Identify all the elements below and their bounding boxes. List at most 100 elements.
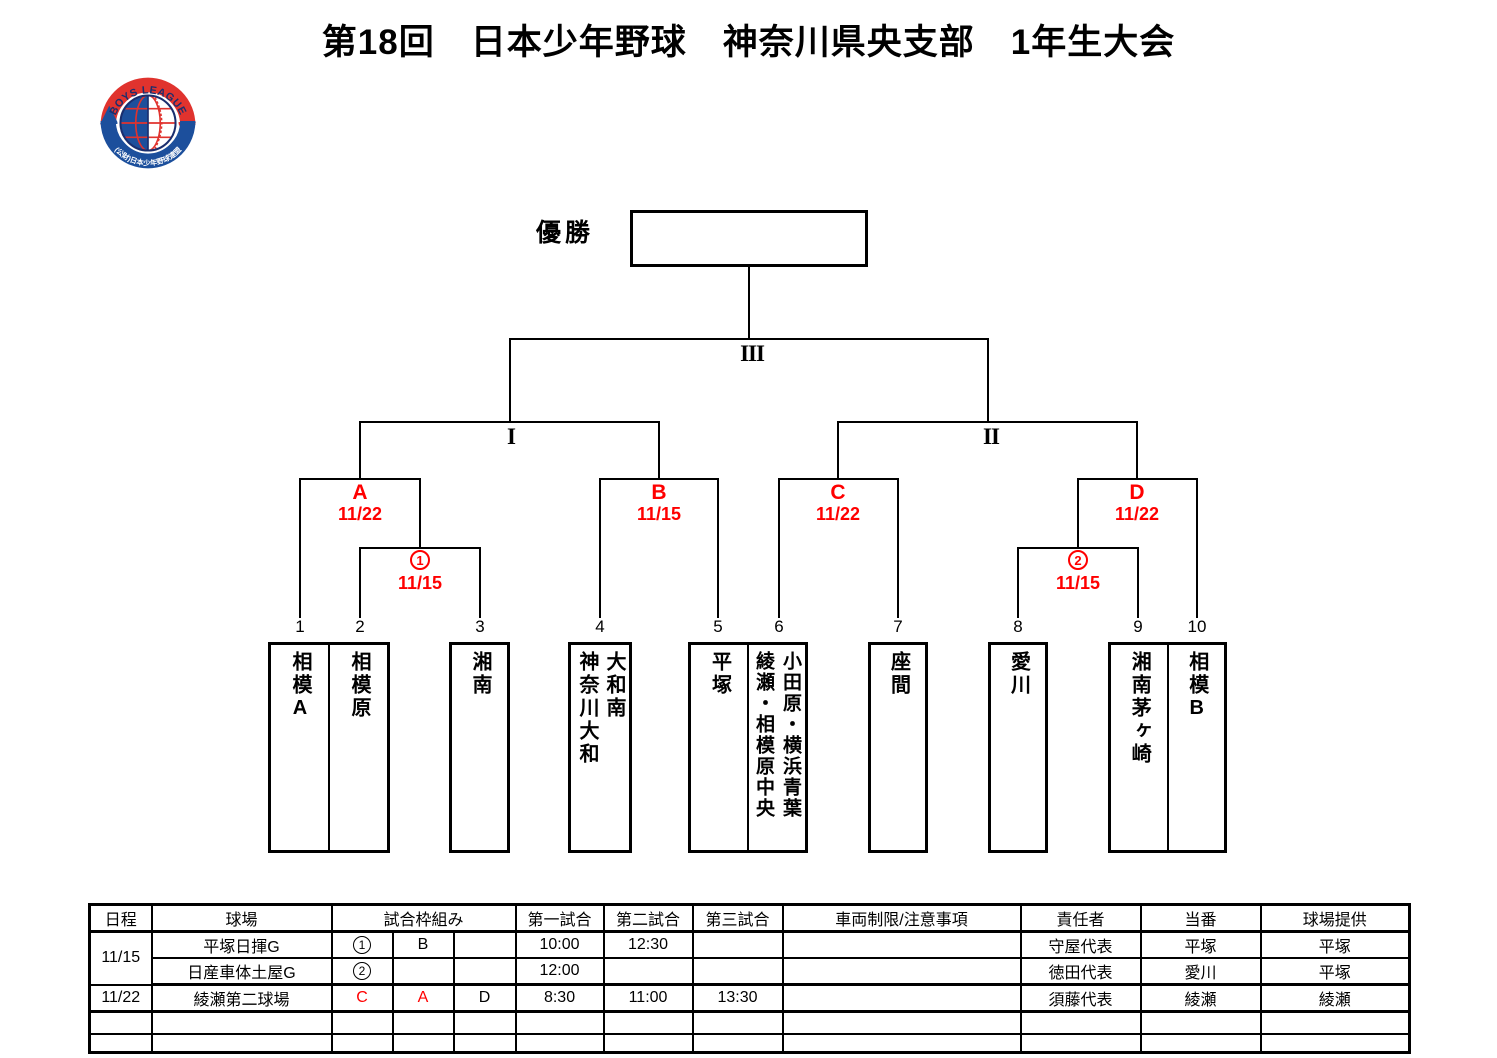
- round-label-semi-left: I: [507, 424, 516, 449]
- round-label-semi-right: II: [983, 424, 1000, 449]
- team-pair-5-6: 平塚 小田原・横浜青葉 綾瀬・相模原中央: [688, 642, 808, 853]
- bracket-line: [359, 421, 361, 480]
- game-date-C: 11/22: [815, 504, 861, 524]
- bracket-line: [360, 547, 480, 549]
- game-date-A: 11/22: [337, 504, 383, 524]
- cell-manager: 須藤代表: [1019, 983, 1142, 1013]
- cell-note: [781, 1032, 1022, 1054]
- cell-time3: 13:30: [691, 983, 784, 1013]
- team-number-3: 3: [475, 617, 485, 636]
- cell-slot1: 2: [330, 957, 394, 986]
- team-number-9: 9: [1133, 617, 1143, 636]
- header-provider: 球場提供: [1259, 903, 1411, 933]
- header-game3: 第三試合: [691, 903, 784, 933]
- team-name: 小田原・横浜青葉 綾瀬・相模原中央: [753, 651, 801, 819]
- bracket-line: [778, 478, 780, 618]
- team-pair-9-10: 湘南茅ヶ崎 相模B: [1108, 642, 1227, 853]
- team-name: 湘南茅ヶ崎: [1128, 651, 1151, 766]
- schedule-table: 日程 球場 試合枠組み 第一試合 第二試合 第三試合 車両制限/注意事項 責任者…: [88, 903, 1412, 1054]
- cell-note: [781, 983, 1022, 1013]
- cell-time1: 12:00: [514, 957, 605, 986]
- cell-venue: [150, 1010, 333, 1035]
- cell-slot1: [330, 1032, 394, 1054]
- bracket-line: [509, 338, 511, 423]
- cell-duty: 愛川: [1139, 957, 1262, 986]
- team-name: 愛川: [1007, 651, 1030, 697]
- bracket-line: [599, 478, 601, 618]
- team-box-1: 相模A: [271, 645, 328, 850]
- cell-time1: 8:30: [514, 983, 605, 1013]
- team-pair-1-2: 相模A 相模原: [268, 642, 390, 853]
- header-duty: 当番: [1139, 903, 1262, 933]
- cell-time1: [514, 1010, 605, 1035]
- cell-manager: 徳田代表: [1019, 957, 1142, 986]
- game-label-D: D: [1129, 481, 1145, 504]
- cell-slot2: [391, 1010, 455, 1035]
- header-game2: 第二試合: [602, 903, 694, 933]
- bracket-line: [1017, 547, 1019, 618]
- cell-duty: [1139, 1010, 1262, 1035]
- cell-date: 11/15: [88, 930, 153, 986]
- bracket-line: [1137, 547, 1139, 618]
- header-venue: 球場: [150, 903, 333, 933]
- team-box-7: 座間: [868, 642, 928, 853]
- game-date-B: 11/15: [636, 504, 682, 524]
- schedule-row: [88, 1032, 1411, 1054]
- page-title: 第18回 日本少年野球 神奈川県央支部 1年生大会: [321, 23, 1176, 62]
- cell-slot3: [452, 957, 517, 986]
- cell-slot3: [452, 1032, 517, 1054]
- bracket-line: [748, 267, 750, 339]
- header-note: 車両制限/注意事項: [781, 903, 1022, 933]
- bracket-line: [510, 338, 988, 340]
- bracket-line: [838, 421, 1137, 423]
- bracket-line: [479, 547, 481, 618]
- cell-provider: 平塚: [1259, 957, 1411, 986]
- team-name: 相模A: [289, 651, 311, 722]
- team-box-8: 愛川: [988, 642, 1048, 853]
- cell-slot2: A: [391, 983, 455, 1013]
- cell-venue: [150, 1032, 333, 1054]
- logo-blue-arrowhead: [100, 105, 119, 125]
- team-name: 平塚: [708, 651, 731, 697]
- cell-time1: 10:00: [514, 930, 605, 959]
- cell-provider: 綾瀬: [1259, 983, 1411, 1013]
- cell-slot3: [452, 1010, 517, 1035]
- game-label-round1: 1: [400, 550, 440, 570]
- cell-provider: [1259, 1032, 1411, 1054]
- team-number-5: 5: [713, 617, 723, 636]
- cell-time2: 12:30: [602, 930, 694, 959]
- bracket-line: [1136, 421, 1138, 480]
- cell-manager: 守屋代表: [1019, 930, 1142, 959]
- cell-time2: 11:00: [602, 983, 694, 1013]
- game-date-round2: 11/15: [1055, 573, 1101, 593]
- cell-duty: 綾瀬: [1139, 983, 1262, 1013]
- bracket-line: [779, 478, 898, 480]
- bracket-line: [600, 478, 718, 480]
- cell-manager: [1019, 1032, 1142, 1054]
- cell-provider: 平塚: [1259, 930, 1411, 959]
- team-box-5: 平塚: [691, 645, 747, 850]
- bracket-line: [897, 478, 899, 618]
- game-date-D: 11/22: [1114, 504, 1160, 524]
- cell-time1: [514, 1032, 605, 1054]
- team-number-6: 6: [774, 617, 784, 636]
- cell-slot2: [391, 1032, 455, 1054]
- schedule-row: 11/15 平塚日揮G 1 B 10:00 12:30 守屋代表 平塚 平塚: [88, 930, 1411, 986]
- schedule-row: [88, 1010, 1411, 1035]
- team-name: 湘南: [469, 651, 491, 697]
- cell-time2: [602, 1032, 694, 1054]
- cell-duty: [1139, 1032, 1262, 1054]
- schedule-row: 11/22 綾瀬第二球場 C A D 8:30 11:00 13:30 須藤代表…: [88, 983, 1411, 1013]
- team-box-10: 相模B: [1166, 645, 1225, 850]
- team-box-2: 相模原: [328, 645, 387, 850]
- cell-time3: [691, 930, 784, 959]
- cell-date: [88, 1010, 153, 1035]
- cell-slot2: B: [391, 930, 455, 959]
- game-label-A: A: [352, 481, 368, 504]
- team-number-1: 1: [295, 617, 305, 636]
- header-slots: 試合枠組み: [330, 903, 517, 933]
- team-number-2: 2: [355, 617, 365, 636]
- team-number-10: 10: [1187, 617, 1207, 636]
- round-label-final: III: [740, 341, 765, 366]
- bracket-line: [1077, 478, 1079, 549]
